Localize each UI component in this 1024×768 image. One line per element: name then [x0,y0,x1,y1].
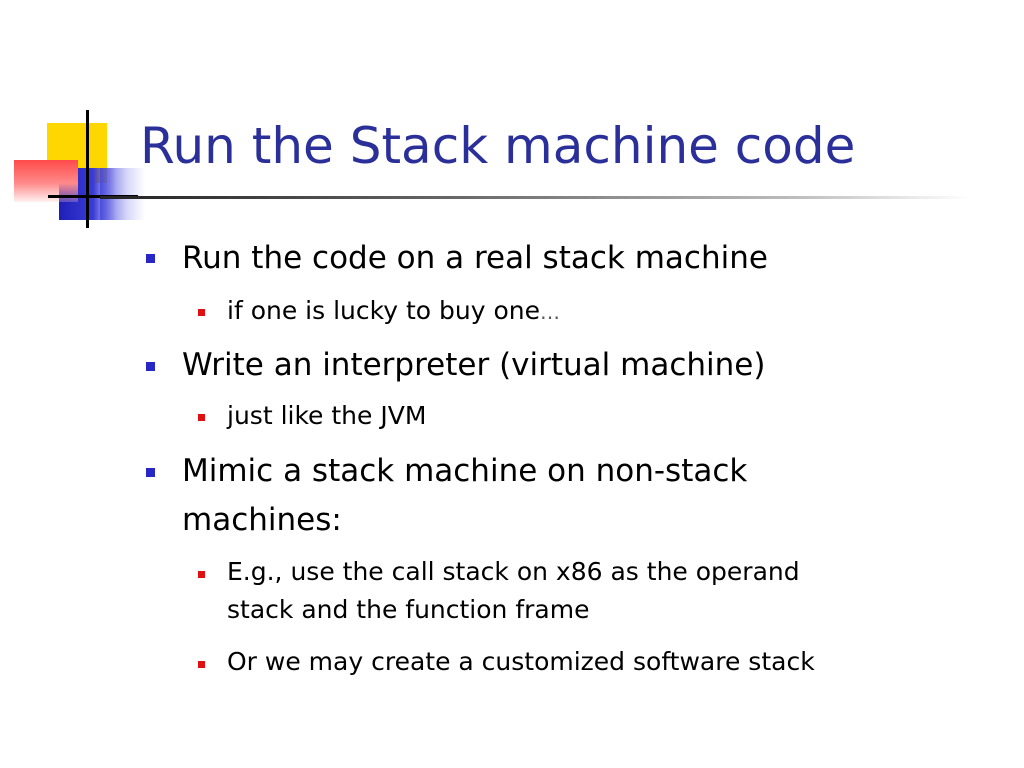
bullet-marker-icon [146,468,155,477]
sub-bullet-item: Or we may create a customized software s… [227,647,815,676]
ellipsis: … [539,300,560,324]
sub-bullet-marker-icon [198,571,205,578]
bullet-item-line1: Mimic a stack machine on non-stack [182,453,748,489]
bullet-item-line2: machines: [182,502,342,538]
title-underline [100,196,970,199]
logo-horizontal-line [48,195,138,198]
bullet-item: Write an interpreter (virtual machine) [182,347,766,383]
sub-bullet-item: if one is lucky to buy one… [227,292,560,331]
sub-bullet-item-line2: stack and the function frame [227,595,590,624]
sub-bullet-marker-icon [198,661,205,668]
sub-bullet-marker-icon [198,309,205,316]
bullet-marker-icon [146,254,155,263]
bullet-item: Run the code on a real stack machine [182,240,768,276]
decorative-logo [0,0,150,240]
sub-bullet-item-line1: E.g., use the call stack on x86 as the o… [227,557,800,586]
sub-bullet-marker-icon [198,414,205,421]
blue-square-fade [100,168,145,220]
bullet-marker-icon [146,362,155,371]
sub-bullet-item: just like the JVM [227,401,427,430]
slide-title: Run the Stack machine code [140,117,856,175]
sub-bullet-text: if one is lucky to buy one [227,296,540,325]
logo-vertical-line [86,110,89,228]
